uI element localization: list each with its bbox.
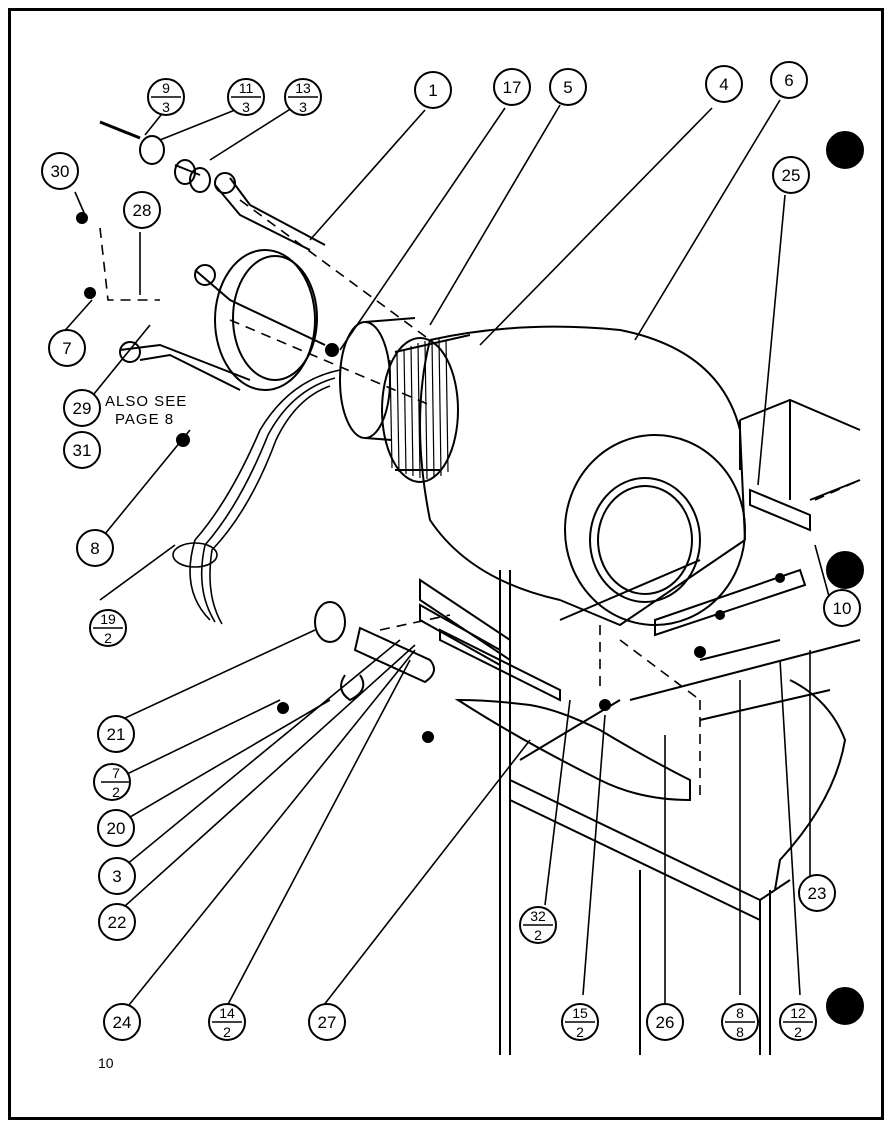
callout-3: 3 [112,867,121,886]
callout-25: 25 [782,166,801,185]
callout-27: 27 [318,1013,337,1032]
callout-12-2-bottom: 2 [794,1024,802,1040]
callout-8-8-top: 8 [736,1005,744,1021]
callout-15-2-top: 15 [572,1005,588,1021]
callout-24: 24 [113,1013,132,1032]
callout-26: 26 [656,1013,675,1032]
capacitor-and-clamp [314,601,435,702]
callout-11-3-top: 11 [239,80,254,96]
note-also-see-line1: ALSO SEE [105,393,187,410]
callout-7: 7 [62,339,71,358]
callout-labels: 9 3 11 3 13 3 1 17 5 4 6 30 28 25 7 29 3… [51,71,852,1040]
punch-hole-middle [826,551,864,589]
punch-hole-top [826,131,864,169]
callout-13-3-top: 13 [295,80,311,96]
callout-32-2-bottom: 2 [534,927,542,943]
callout-4: 4 [719,75,728,94]
callout-5: 5 [563,78,572,97]
leader-lines [59,99,831,1011]
callout-19-2-bottom: 2 [104,630,112,646]
callout-14-2-bottom: 2 [223,1024,231,1040]
callout-30: 30 [51,162,70,181]
callout-22: 22 [108,913,127,932]
blower-motor [339,317,416,441]
callout-7-2-top: 7 [112,765,120,781]
mounting-rails [419,488,811,702]
fraction-bars [93,96,813,1023]
callout-10: 10 [833,599,852,618]
fasteners [76,212,785,743]
note-also-see-line2: PAGE 8 [115,411,174,428]
callout-8: 8 [90,539,99,558]
callout-20: 20 [107,819,126,838]
callout-9-3-bottom: 3 [162,99,170,115]
callout-23: 23 [808,884,827,903]
callout-32-2-top: 32 [530,908,546,924]
callout-7-2-bottom: 2 [112,784,120,800]
hardware-bolt-washer-spacer [99,120,211,193]
callout-8-8-bottom: 8 [736,1024,744,1040]
blower-housing [419,325,746,627]
callout-circles [41,61,861,1041]
callout-6: 6 [784,71,793,90]
page-number: 10 [98,1055,114,1071]
motor-mount-ring [119,172,326,391]
blower-wheel [381,334,471,483]
callout-31: 31 [73,441,92,460]
callout-14-2-top: 14 [219,1005,235,1021]
callout-15-2-bottom: 2 [576,1024,584,1040]
deflector-panel [454,698,691,802]
cabinet-frame [499,398,861,1055]
callout-21: 21 [107,725,126,744]
callout-29: 29 [73,399,92,418]
callout-13-3-bottom: 3 [299,99,307,115]
assembly-dash-lines [99,199,861,795]
callout-11-3-bottom: 3 [242,99,250,115]
punch-hole-bottom [826,987,864,1025]
wiring-harness [172,369,341,625]
callout-19-2-top: 19 [100,611,116,627]
callout-28: 28 [133,201,152,220]
callout-12-2-top: 12 [790,1005,806,1021]
callout-17: 17 [503,78,522,97]
page-border [8,8,884,1120]
callout-1: 1 [428,81,437,100]
callout-9-3-top: 9 [162,80,170,96]
